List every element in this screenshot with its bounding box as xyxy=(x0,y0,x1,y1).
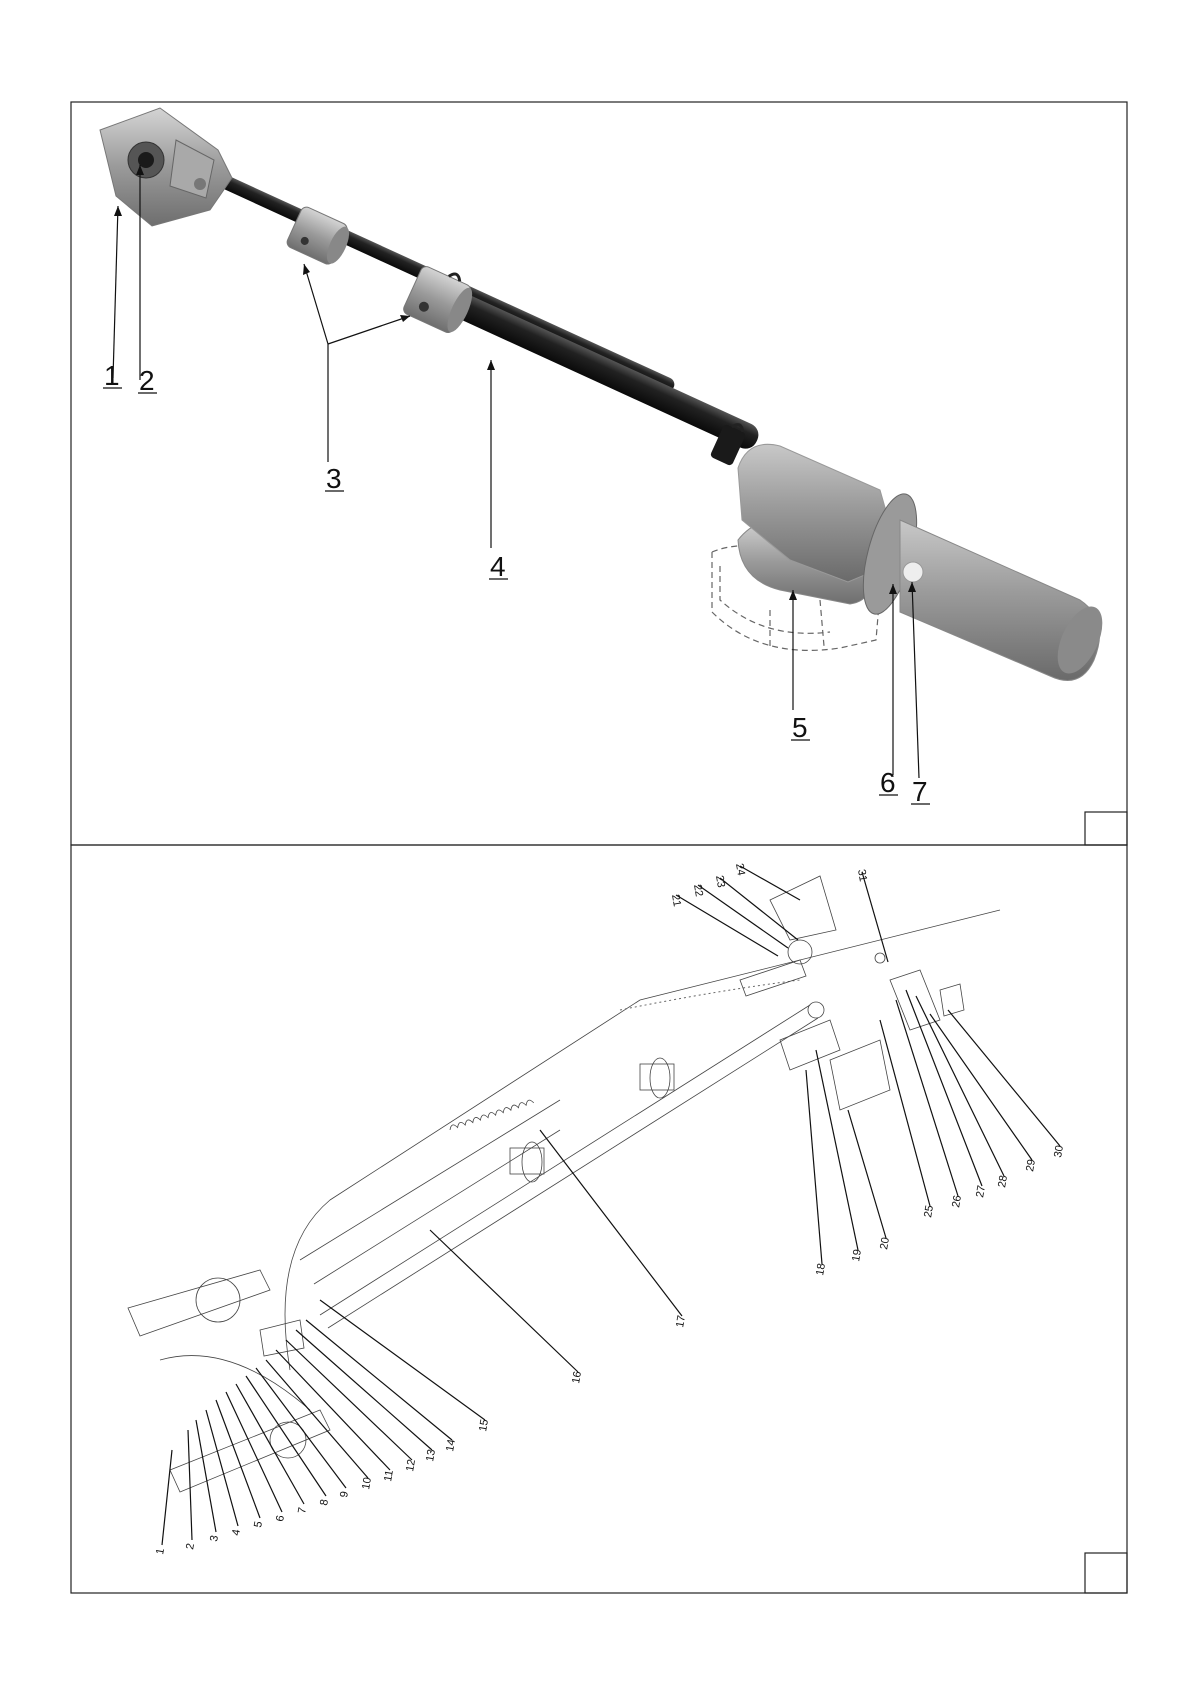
callout-e5: 5 xyxy=(252,1520,265,1528)
callout-e26: 26 xyxy=(950,1194,964,1208)
callout-e24: 24 xyxy=(733,862,747,876)
callout-e19: 19 xyxy=(850,1248,864,1262)
callout-e14: 14 xyxy=(444,1438,458,1452)
callout-e23: 23 xyxy=(713,874,727,888)
callout-e13: 13 xyxy=(424,1448,438,1462)
exploded-handle-parts xyxy=(740,876,964,1110)
callout-e11: 11 xyxy=(382,1469,396,1482)
callout-4: 4 xyxy=(490,551,506,582)
callout-e20: 20 xyxy=(878,1236,892,1250)
callout-3: 3 xyxy=(326,463,342,494)
callout-e12: 12 xyxy=(404,1458,418,1472)
callout-e25: 25 xyxy=(922,1204,936,1218)
callout-e17: 17 xyxy=(674,1314,688,1328)
callout-e16: 16 xyxy=(570,1370,584,1384)
callout-e10: 10 xyxy=(360,1476,374,1490)
motor-head xyxy=(100,108,232,226)
callout-e18: 18 xyxy=(814,1262,828,1276)
callout-e6: 6 xyxy=(274,1514,287,1522)
callout-e30: 30 xyxy=(1052,1144,1066,1158)
bottom-panel-frame xyxy=(71,845,1127,1593)
callout-e29: 29 xyxy=(1024,1158,1038,1172)
top-panel: 1 2 3 4 5 6 7 xyxy=(71,102,1127,845)
callout-e31: 31 xyxy=(855,868,869,882)
callout-e28: 28 xyxy=(996,1174,1010,1188)
callout-e4: 4 xyxy=(230,1528,243,1536)
top-panel-frame xyxy=(71,102,1127,845)
exploded-motor-housing xyxy=(128,1270,330,1492)
callout-e1: 1 xyxy=(154,1547,167,1555)
bottom-panel-corner-box xyxy=(1085,1553,1127,1593)
callout-6: 6 xyxy=(880,767,896,798)
bottom-callouts: 1 2 3 4 5 6 7 8 9 10 11 12 13 14 15 16 1… xyxy=(154,862,1066,1555)
exploded-tube xyxy=(300,1005,818,1328)
pole-tube-outer xyxy=(424,279,762,453)
callout-7: 7 xyxy=(912,776,928,807)
callout-e9: 9 xyxy=(338,1490,351,1498)
callout-e21: 21 xyxy=(669,893,683,907)
callout-e8: 8 xyxy=(318,1498,331,1506)
callout-1: 1 xyxy=(104,360,120,391)
callout-e15: 15 xyxy=(477,1418,491,1432)
callout-e2: 2 xyxy=(184,1542,197,1550)
callout-5: 5 xyxy=(792,712,808,743)
bottom-panel: 1 2 3 4 5 6 7 8 9 10 11 12 13 14 15 16 1… xyxy=(71,845,1127,1593)
callout-e3: 3 xyxy=(208,1534,221,1542)
top-panel-corner-box xyxy=(1085,812,1127,845)
callout-2: 2 xyxy=(139,365,155,396)
callout-e7: 7 xyxy=(296,1506,309,1514)
callout-e22: 22 xyxy=(691,883,705,897)
callout-e27: 27 xyxy=(974,1184,988,1198)
